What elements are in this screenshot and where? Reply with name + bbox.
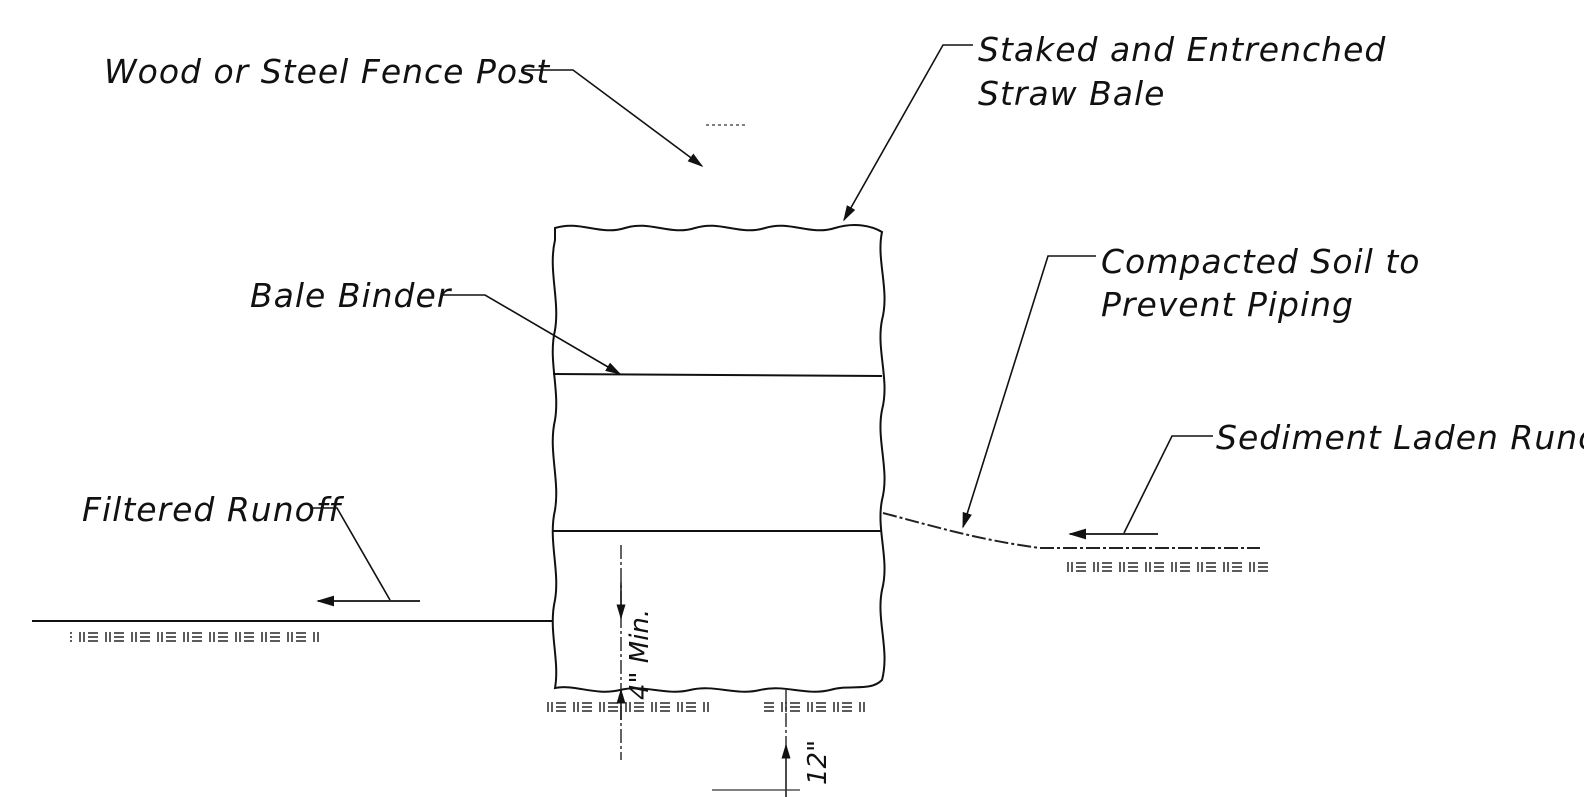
soil-hatch-left (70, 630, 322, 646)
bale-binder-upper (552, 373, 883, 377)
sediment-leader (1123, 435, 1213, 534)
label-filtered-runoff: Filtered Runoff (82, 490, 344, 529)
label-fence-post: Wood or Steel Fence Post (104, 52, 550, 91)
soil-hatch-bale-right (762, 698, 866, 714)
label-compacted-soil-line1: Compacted Soil to (1101, 242, 1420, 281)
soil-leader (962, 255, 1096, 529)
filtered-leader (311, 507, 391, 601)
label-sediment-runoff: Sediment Laden Runoff (1216, 418, 1584, 457)
label-straw-bale-line1: Staked and Entrenched (978, 30, 1386, 69)
label-straw-bale-line2: Straw Bale (978, 74, 1166, 113)
compacted-soil-slope (882, 512, 1260, 549)
straw-bale (551, 224, 886, 693)
label-compacted-soil-line2: Prevent Piping (1101, 285, 1354, 324)
binder-leader (442, 294, 622, 375)
dimension-depth: 4" Min. (625, 609, 655, 700)
dimension-width: 12" (803, 740, 833, 785)
bale-leader (843, 44, 973, 222)
label-bale-binder: Bale Binder (250, 276, 453, 315)
soil-hatch-bale-left (546, 698, 710, 714)
soil-hatch-right (1060, 560, 1272, 576)
post-leader (523, 69, 704, 167)
